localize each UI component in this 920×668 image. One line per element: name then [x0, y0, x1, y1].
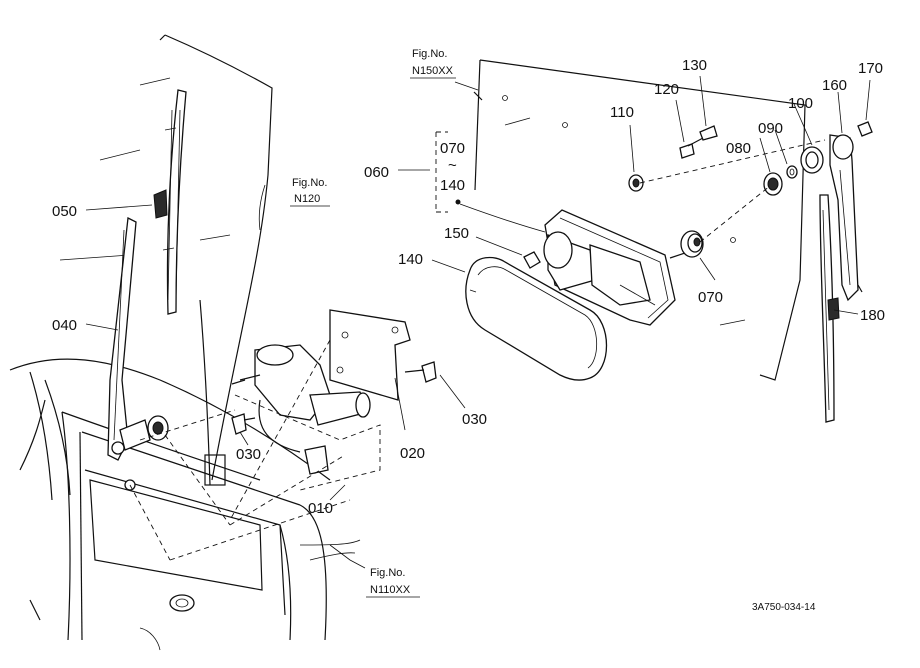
- callout-120: 120: [654, 81, 679, 98]
- bolt-030-a: [231, 413, 256, 435]
- cab-frame: [9, 34, 361, 651]
- washer-080: [763, 172, 783, 196]
- rear-glass-panel: [473, 59, 806, 381]
- callout-050: 050: [52, 203, 77, 220]
- wiper-arm-040: [107, 217, 137, 461]
- wiper-blade-050: [153, 89, 187, 315]
- callout-090: 090: [758, 120, 783, 137]
- nut-170: [857, 121, 873, 137]
- wiper-blade-180: [819, 194, 840, 423]
- rear-wiper-motor: [543, 209, 689, 326]
- callout-080: 080: [726, 140, 751, 157]
- figref-n110-label: Fig.No.: [370, 567, 405, 579]
- range-tilde: ~: [448, 157, 457, 174]
- drawing-code: 3A750-034-14: [752, 602, 816, 613]
- callout-070: 070: [698, 289, 723, 306]
- callout-100: 100: [788, 95, 813, 112]
- nut-150: [523, 251, 541, 269]
- washer-090: [786, 165, 798, 179]
- figref-n150-code: N150XX: [412, 65, 454, 77]
- callout-140: 140: [398, 251, 423, 268]
- cover-140: [465, 256, 608, 381]
- wiper-motor-020: [231, 309, 411, 491]
- callout-labels: 050 040 030 020 030 010 060 070 ~ 140 15…: [52, 57, 885, 517]
- callout-060: 060: [364, 164, 389, 181]
- wiper-arm-160: [829, 134, 863, 302]
- callout-170: 170: [858, 60, 883, 77]
- callout-030-b: 030: [462, 411, 487, 428]
- figref-n120-code: N120: [294, 193, 320, 205]
- dashed-guides-left: [129, 339, 351, 561]
- seal-070: [680, 230, 704, 258]
- bushing-110: [628, 174, 644, 192]
- range-dot: [455, 199, 461, 205]
- leaders-left: [85, 184, 466, 569]
- callout-160: 160: [822, 77, 847, 94]
- leaders-right: [398, 75, 871, 315]
- figref-n110-code: N110XX: [370, 584, 411, 596]
- callout-180: 180: [860, 307, 885, 324]
- dashed-guides-right: [435, 131, 826, 243]
- bolt-130: [687, 125, 718, 147]
- cap-100: [800, 146, 824, 174]
- callout-130: 130: [682, 57, 707, 74]
- callout-070-range: 070: [440, 140, 465, 157]
- callout-140-range: 140: [440, 177, 465, 194]
- callout-030-a: 030: [236, 446, 261, 463]
- callout-040: 040: [52, 317, 77, 334]
- callout-020: 020: [400, 445, 425, 462]
- figure-references: Fig.No. N150XX Fig.No. N120 Fig.No. N110…: [290, 48, 456, 598]
- figref-n120-label: Fig.No.: [292, 177, 327, 189]
- callout-010: 010: [308, 500, 333, 517]
- spacer-120: [679, 143, 695, 159]
- bolt-030-b: [404, 361, 437, 383]
- callout-110: 110: [610, 104, 634, 121]
- callout-150: 150: [444, 225, 469, 242]
- figref-n150-label: Fig.No.: [412, 48, 447, 60]
